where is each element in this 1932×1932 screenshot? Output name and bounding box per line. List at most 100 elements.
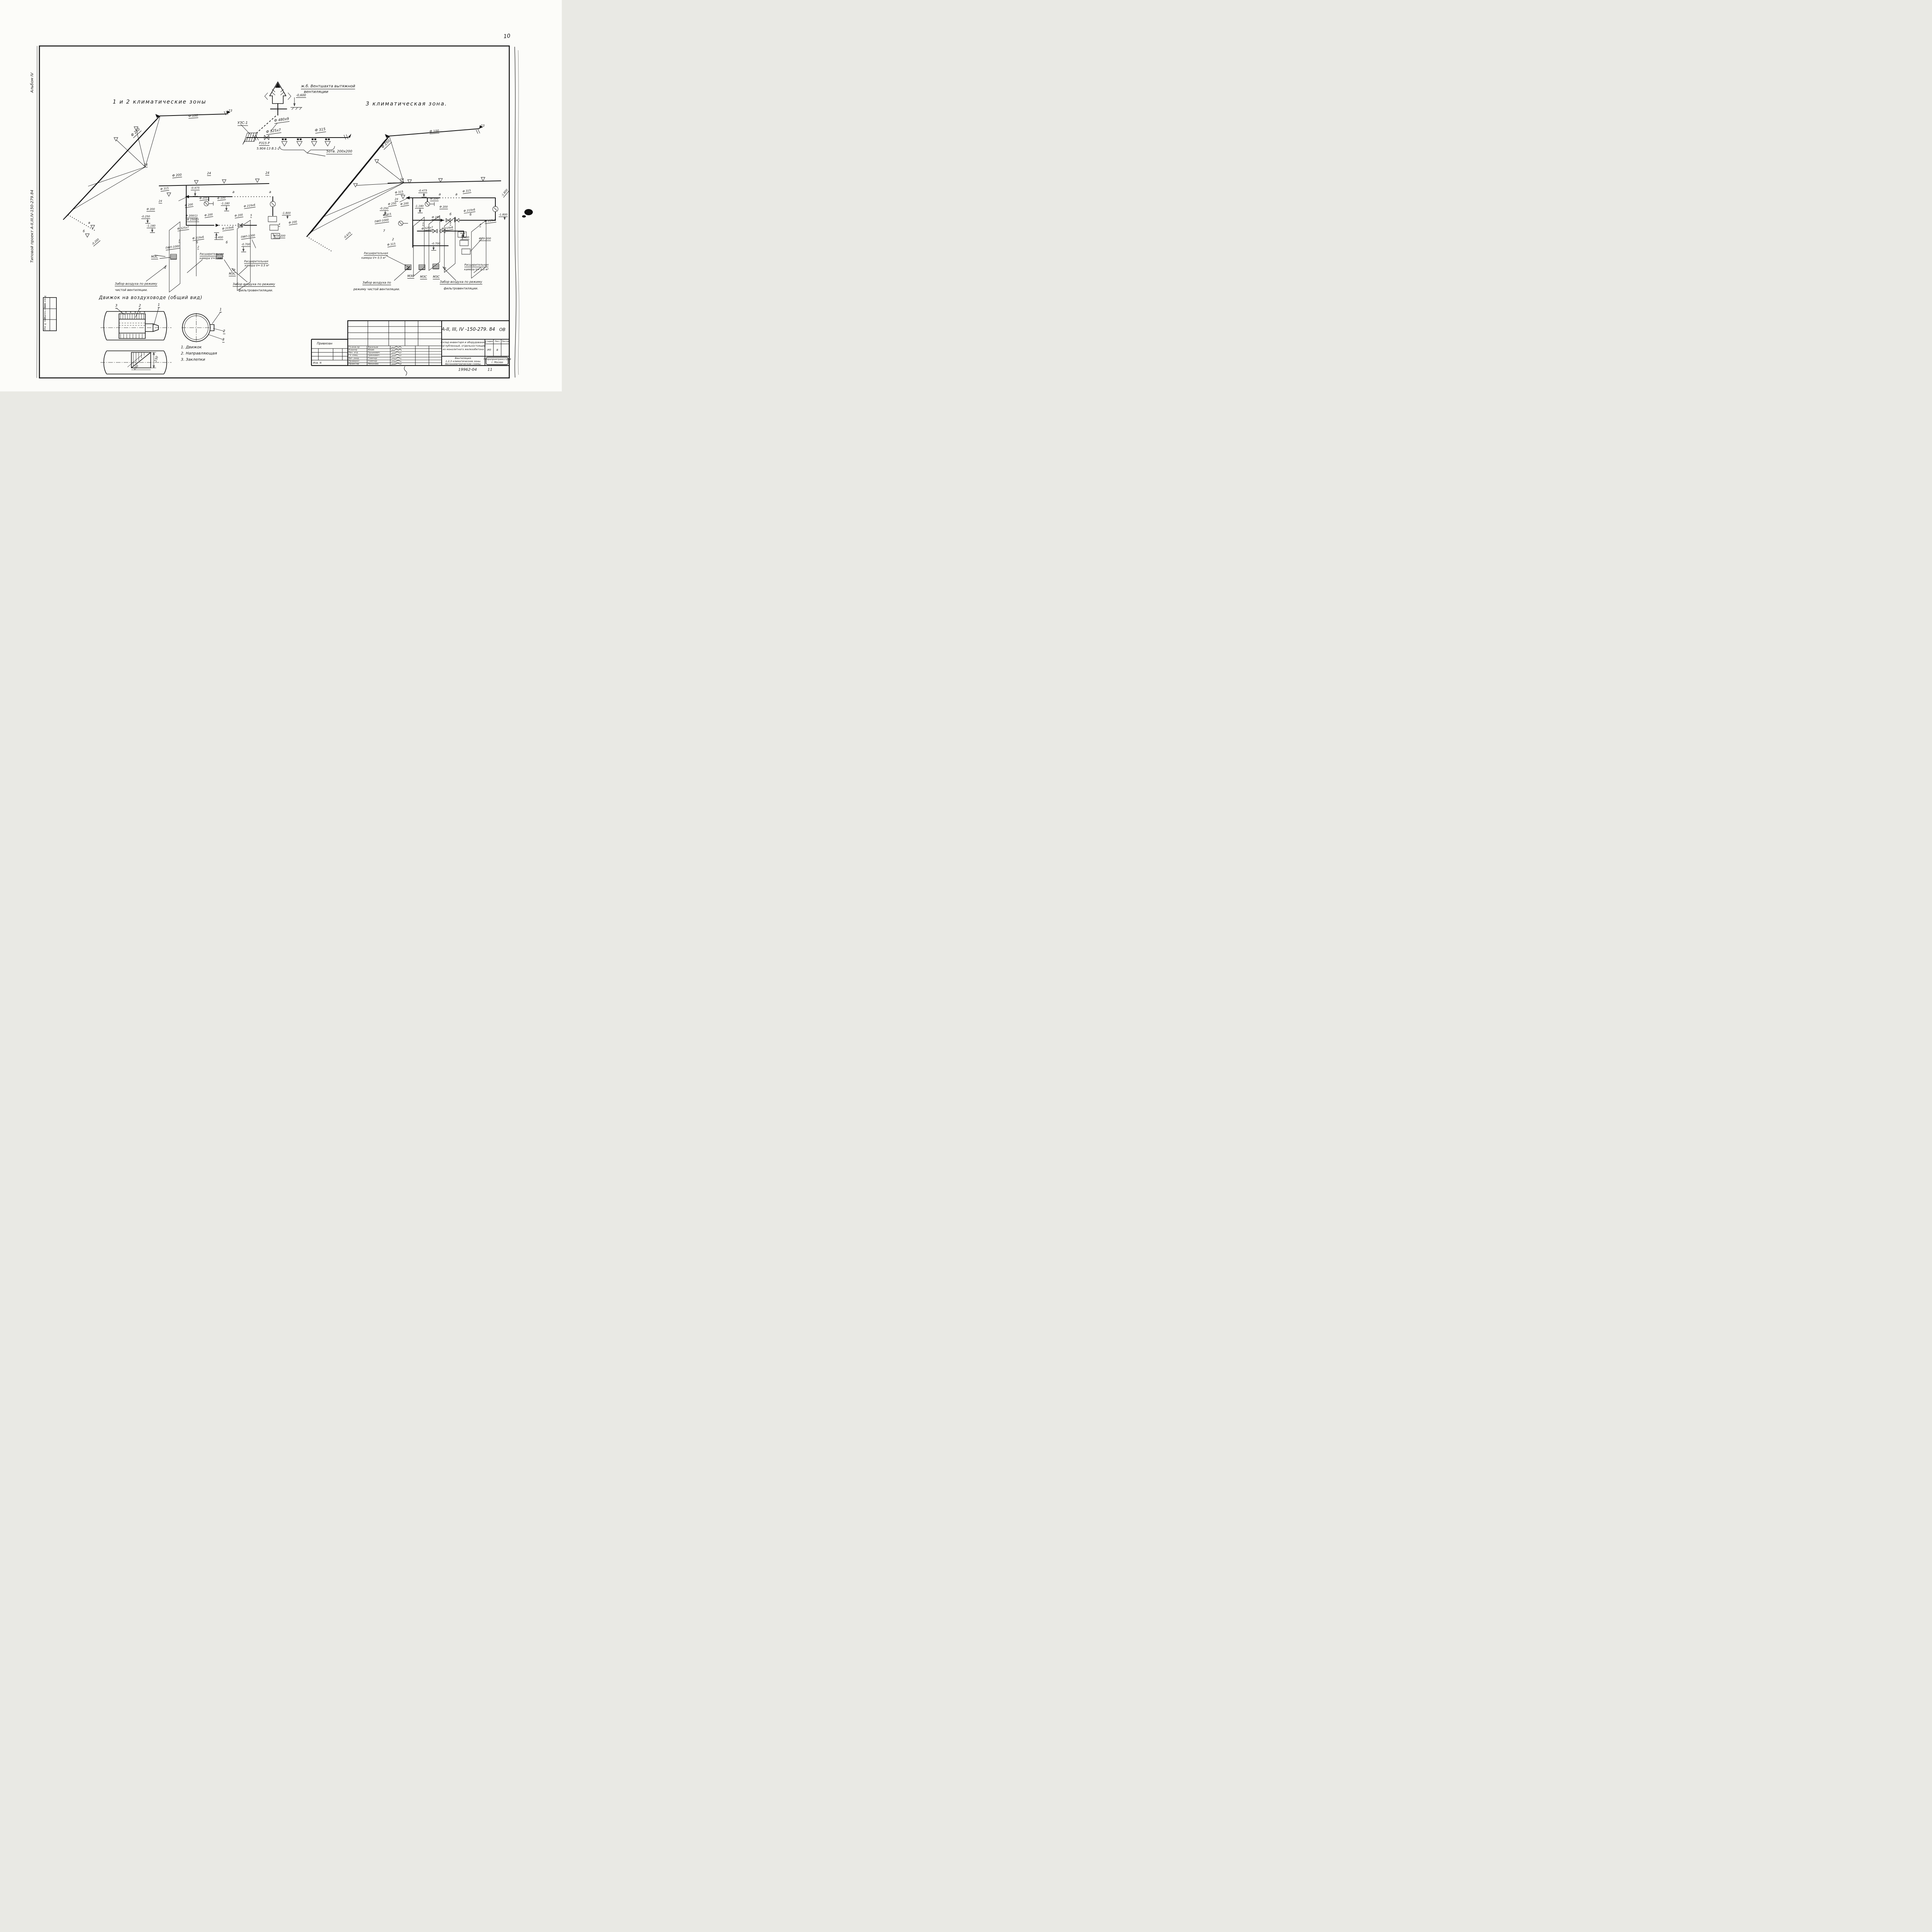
dim-label: Расширительная (464, 263, 489, 267)
dim-label: Ф 250 (432, 216, 440, 220)
dim-label: УЗС-1 (237, 121, 248, 126)
dim-label: -1.180 (221, 202, 230, 206)
dim-label: 1 (178, 239, 180, 243)
dim-label: Ф 100 (429, 129, 439, 134)
dim-label: 3 (240, 223, 243, 228)
dim-label: фильтровентиляции. (444, 287, 478, 290)
dim-label: a (439, 192, 441, 197)
dim-label: 24 (265, 171, 270, 175)
titleblock-object-1: Склад инвентаря и оборудования (440, 341, 486, 344)
role-label: Проверил (349, 360, 359, 362)
dim-label: -1.800 (498, 213, 508, 217)
titleblock-doc-number: 19962-04 (458, 367, 477, 372)
legend-item-3: 3. Заклепки (181, 357, 205, 362)
titleblock-designation: А-II, III, IV -150-279. 84 (441, 327, 495, 332)
dim-label: -1.180 (415, 204, 424, 209)
role-label: Н.контр (349, 349, 357, 351)
dim-label: 7 (383, 229, 385, 233)
dim-label: 2 (392, 238, 394, 241)
dim-label: 5 (250, 214, 252, 218)
dim-label: -0.475 (190, 186, 200, 190)
titleblock-stage-value: РП (487, 349, 491, 352)
dim-label: 24 (143, 163, 148, 167)
dim-label: Р315 Р (259, 141, 270, 146)
dim-label: камера V= 0.5 м³ (464, 268, 489, 271)
dim-label: б (196, 241, 198, 244)
titleblock-sheet-2: 1,2,3 климатические зоны. (445, 360, 481, 363)
titleblock-org-1: Гипропромтрансстрой (483, 358, 511, 361)
dim-label: режиму чистой вентиляции. (353, 287, 400, 291)
dim-label: МЗС (229, 272, 236, 276)
dim-label: ФПУ-200 (273, 234, 286, 238)
role-name: Глимчер (368, 360, 377, 362)
titleblock-sheet-1: Вентиляция. (455, 357, 472, 360)
dim-label: б (83, 230, 85, 233)
stamp-row-inv: Инв. № подл. (44, 316, 46, 330)
role-label: Авт. разд. (349, 357, 360, 360)
role-name: Никонова (368, 363, 379, 365)
dim-label: Забор воздуха по (362, 281, 391, 285)
role-name: Глимчер (368, 357, 377, 360)
dim-label: 1 (158, 303, 160, 308)
dim-label: камера V= 0.5 м³ (245, 264, 269, 267)
legend-item-1: 1. Движок (181, 345, 202, 350)
dim-label: чистой вентиляции. (115, 288, 148, 292)
signature (391, 363, 402, 365)
role-label: Гл.инж.пр (349, 346, 360, 349)
dim-label: Ф 100 (430, 197, 439, 201)
dim-label: 24 (158, 199, 162, 204)
dim-label: Расширительная (199, 252, 224, 257)
signature (391, 346, 402, 349)
dim-label: б (449, 213, 452, 216)
dim-label: 4 (278, 223, 281, 227)
titleblock-sheet-3: Аксонометрические схемы. (445, 362, 482, 366)
titleblock-listov-header: Листов (502, 340, 509, 343)
dim-label: МЗС (420, 275, 427, 279)
dim-label: МЗС (407, 274, 414, 279)
dim-label: 2 (449, 221, 452, 226)
dim-label: a (269, 190, 271, 194)
dim-label: 2 (223, 329, 225, 334)
titleblock-object-2: заглубленный, отдельностоящий (441, 344, 486, 347)
role-name: Юсим (368, 349, 374, 351)
dim-label: 5отв. 200х200 (326, 150, 352, 155)
dim-label: Забор воздуха по режиму (233, 282, 275, 287)
dim-label: камера V=0.5м³ (199, 257, 223, 260)
role-name: Гринкевич (368, 354, 379, 357)
role-label: Нач. отд (349, 352, 358, 354)
signature (391, 354, 402, 357)
role-name: Грушкевич (368, 352, 380, 354)
legend-item-2: 2. Направляющая (181, 351, 217, 356)
drawing-linework (36, 45, 533, 379)
dim-label: -0.400 (214, 236, 223, 240)
dim-label: -1.800 (282, 211, 291, 216)
dim-label: -0.475 (418, 189, 427, 193)
detail-title: Движок на воздуховоде (общий вид) (99, 295, 203, 300)
dim-label: 2 (139, 304, 141, 309)
signature (391, 357, 402, 359)
dim-label: Ф 200(1) (185, 214, 198, 218)
dim-label: б (469, 213, 472, 216)
dim-label: -0.400 (460, 236, 469, 240)
dim-label: МЗС (433, 275, 440, 279)
dim-label: 4 (479, 223, 481, 227)
dim-label: фильтровентиляции. (238, 289, 273, 292)
signature (391, 349, 402, 351)
dim-label: Забор воздуха по режиму (440, 280, 482, 284)
role-label: Гл. спец. (349, 354, 359, 357)
dim-label: б (226, 241, 228, 244)
dim-label: 1 (422, 222, 424, 226)
titleblock-stage-header: Стадия (485, 340, 493, 343)
dim-label: -0.250 (379, 207, 389, 211)
role-label: Проектир (349, 363, 359, 365)
titleblock-object-3: из монолитного железобетона (442, 348, 484, 351)
dim-label: 24 (400, 178, 404, 182)
dim-label: Забор воздуха по режиму (115, 282, 157, 286)
side-album-text: Альбом IV (30, 73, 34, 93)
dim-label: Ф 200 (146, 207, 155, 212)
titleblock-list-value: 8 (496, 349, 498, 352)
dim-label: МЗС (151, 255, 158, 259)
dim-label: Ф 200 (439, 205, 448, 209)
titleblock-code: ОВ (499, 327, 506, 332)
dim-label: -0.700 (241, 243, 250, 247)
